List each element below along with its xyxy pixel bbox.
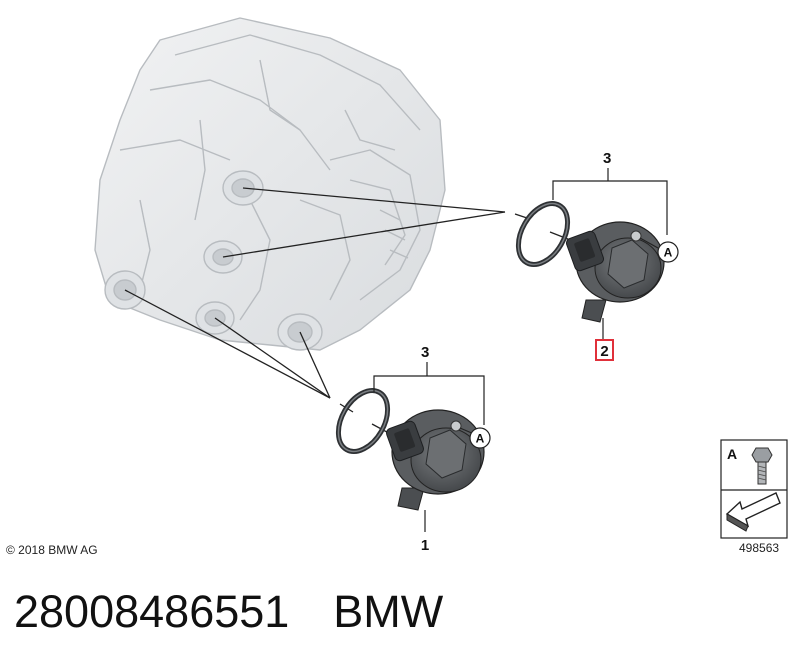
legend-box: A 498563 [720, 439, 788, 555]
ref-circle-top [657, 241, 679, 263]
copyright-text: © 2018 BMW AG [6, 543, 98, 557]
callout-label-bottom-part: 1 [421, 537, 429, 554]
legend-ref-number: 498563 [739, 541, 779, 555]
callout-highlighted: 2 [595, 318, 614, 361]
ref-circle-label-top: A [664, 246, 673, 260]
footer: 28008486551 BMW [14, 586, 794, 656]
legend-label: A [727, 446, 737, 462]
callout-bottom-group: 3 A [373, 344, 491, 449]
ref-circle-bottom [469, 427, 491, 449]
o-ring-top [515, 201, 571, 267]
actuator-part-bottom [385, 409, 485, 511]
callout-top-group: 3 A [552, 150, 679, 263]
parts-diagram: 3 A 2 3 A 1 © 2018 BMW AG A [6, 17, 788, 557]
callout-label-top-group: 3 [603, 150, 611, 167]
callout-label-bottom-group: 3 [421, 344, 429, 361]
transmission-housing [94, 17, 446, 351]
brand-name: BMW [333, 586, 444, 637]
o-ring-bottom [335, 388, 391, 454]
callout-label-highlighted: 2 [600, 343, 608, 360]
highlight-box [595, 339, 614, 361]
bolt-icon [751, 447, 773, 485]
callout-bottom-part: 1 [421, 510, 429, 554]
part-number: 28008486551 [14, 586, 290, 637]
actuator-part-top [565, 221, 665, 323]
ref-circle-label-bottom: A [476, 432, 485, 446]
direction-arrow-icon [725, 492, 781, 532]
